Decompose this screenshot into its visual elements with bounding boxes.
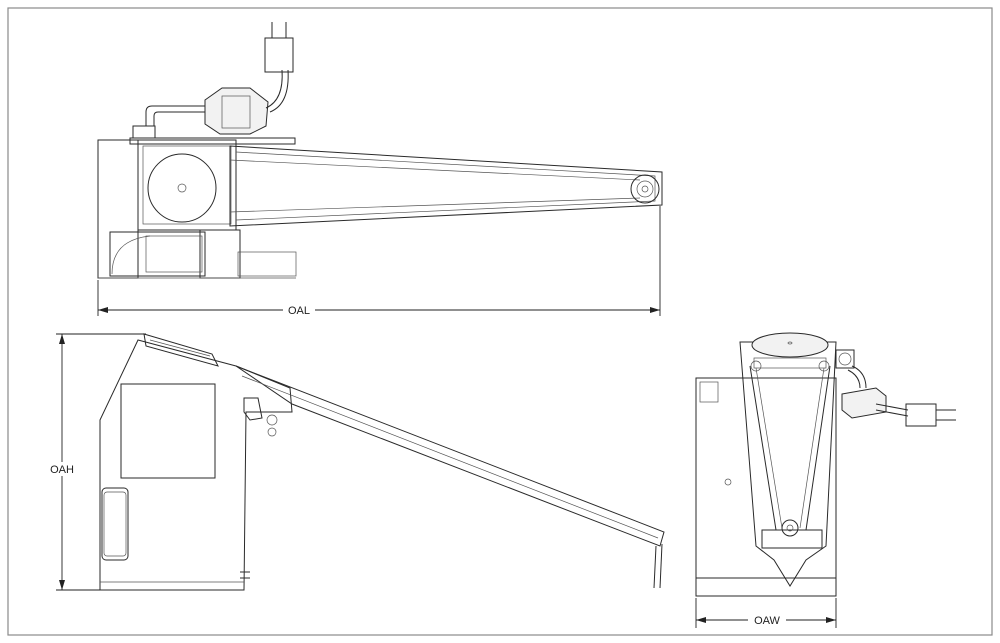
top-view-motor-disc <box>147 153 217 223</box>
end-view-top-pulley <box>751 332 829 358</box>
label-oah: OAH <box>50 464 74 476</box>
side-view-body <box>99 339 293 591</box>
top-view-motor-housing <box>137 139 237 231</box>
dimension-oal: OAL <box>97 206 661 317</box>
top-view <box>97 22 663 279</box>
label-oaw: OAW <box>754 615 780 627</box>
end-view-housing <box>695 377 837 597</box>
top-view-conveyor-arm <box>229 145 663 227</box>
side-view-panel <box>120 383 216 479</box>
top-view-housing-left <box>97 139 139 279</box>
side-view-conveyor-arm <box>235 365 665 547</box>
end-view-junction-box <box>841 387 887 419</box>
dimension-oaw: OAW <box>695 598 837 628</box>
top-view-power-plug <box>264 37 294 73</box>
side-view <box>99 333 665 591</box>
top-view-end-pulley <box>630 174 660 204</box>
dimension-oah: OAH <box>44 333 146 591</box>
drawing-border <box>7 7 993 636</box>
side-view-handle-slot <box>101 487 129 561</box>
end-view-frame <box>739 341 837 587</box>
end-view <box>695 332 956 597</box>
label-oal: OAL <box>288 305 310 317</box>
top-view-junction-box <box>204 87 269 135</box>
end-view-power-plug <box>905 403 937 427</box>
